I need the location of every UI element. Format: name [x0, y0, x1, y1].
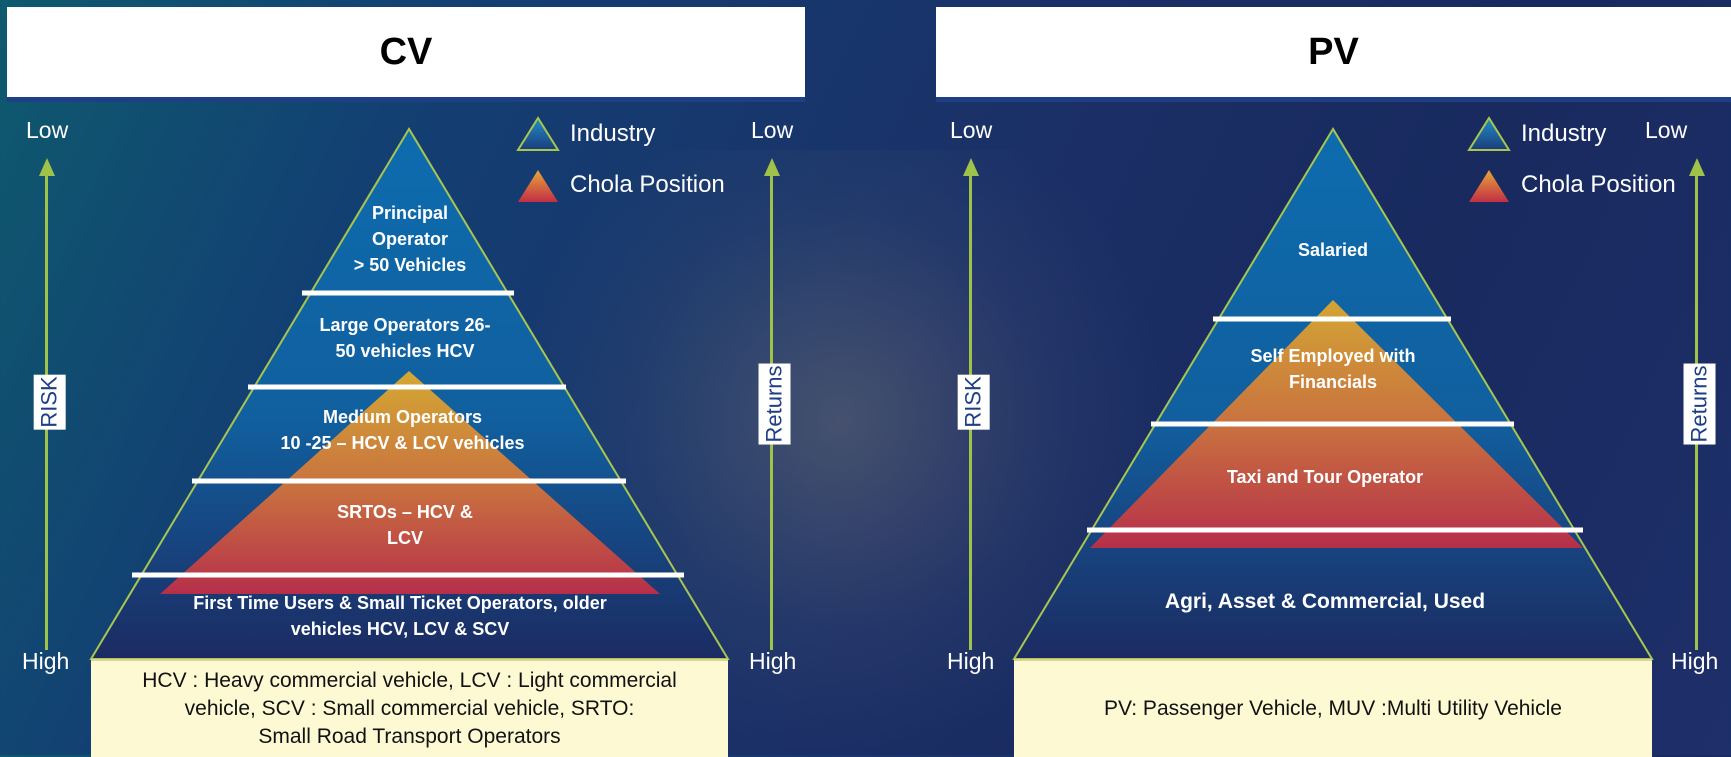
industry-legend-icon — [516, 116, 560, 151]
legend-chola-label: Chola Position — [1521, 171, 1676, 198]
tier-text-line: vehicles HCV, LCV & SCV — [290, 619, 510, 639]
cv-risk-high-label: High — [22, 648, 70, 674]
cv-returns-high-label: High — [749, 648, 797, 674]
tier-text-line: Taxi and Tour Operator — [1226, 467, 1424, 487]
cv-legend-industry: Industry — [570, 120, 655, 148]
tier-text-line: Operator — [371, 229, 449, 249]
chola-legend-icon — [518, 170, 558, 202]
legend-industry-label: Industry — [1521, 120, 1607, 147]
tier-text-line: > 50 Vehicles — [353, 255, 467, 275]
cv-tier-first-time-users: First Time Users & Small Ticket Operator… — [140, 590, 660, 642]
cv-tier-principal-operator: Principal Operator > 50 Vehicles — [300, 200, 520, 278]
cv-returns-axis-label: Returns — [758, 363, 791, 445]
pv-tier-salaried: Salaried — [1233, 237, 1433, 263]
cv-tier-medium-operators: Medium Operators 10 -25 – HCV & LCV vehi… — [230, 404, 575, 456]
cv-tier-large-operators: Large Operators 26- 50 vehicles HCV — [270, 312, 540, 364]
pv-risk-arrowhead — [963, 158, 979, 176]
pv-risk-axis-label: RISK — [957, 374, 990, 430]
cv-risk-low-label: Low — [26, 117, 69, 143]
cv-risk-axis-label: RISK — [33, 374, 66, 430]
tier-text-line: Agri, Asset & Commercial, Used — [1164, 590, 1486, 613]
cv-risk-arrowhead — [39, 158, 55, 176]
pv-title: PV — [936, 7, 1731, 102]
tier-text-line: 10 -25 – HCV & LCV vehicles — [280, 433, 525, 453]
tier-text-line: Self Employed with — [1250, 346, 1416, 366]
pv-returns-axis-label: Returns — [1683, 363, 1716, 445]
tier-text-line: SRTOs – HCV & — [337, 502, 473, 522]
cv-title: CV — [7, 7, 805, 102]
pv-risk-low-label: Low — [950, 117, 993, 143]
note-line: PV: Passenger Vehicle, MUV :Multi Utilit… — [1104, 697, 1562, 720]
pv-tier-agri-asset: Agri, Asset & Commercial, Used — [1105, 589, 1545, 615]
tier-text-line: Principal — [371, 203, 449, 223]
pv-returns-high-label: High — [1671, 648, 1719, 674]
cv-abbreviation-note: HCV : Heavy commercial vehicle, LCV : Li… — [91, 659, 728, 757]
pv-legend-chola: Chola Position — [1521, 171, 1676, 199]
pv-returns-low-label: Low — [1645, 117, 1688, 143]
note-line: Small Road Transport Operators — [258, 725, 561, 748]
legend-chola-label: Chola Position — [570, 171, 725, 198]
pv-tier-taxi-tour: Taxi and Tour Operator — [1175, 464, 1475, 490]
tier-text-line: Salaried — [1297, 240, 1369, 260]
pv-pyramid — [1012, 127, 1654, 660]
chola-legend-icon — [1469, 170, 1509, 202]
tier-text-line: Large Operators 26- — [319, 315, 491, 335]
tier-text-line: LCV — [387, 528, 423, 548]
legend-industry-label: Industry — [570, 120, 656, 147]
tier-text-line: First Time Users & Small Ticket Operator… — [193, 593, 607, 613]
cv-tier-srtos: SRTOs – HCV & LCV — [290, 499, 520, 551]
pv-tier-self-employed: Self Employed with Financials — [1203, 343, 1463, 395]
note-line: vehicle, SCV : Small commercial vehicle,… — [184, 697, 635, 720]
cv-returns-arrowhead — [764, 158, 780, 176]
tier-text-line: Medium Operators — [322, 407, 483, 427]
pv-abbreviation-note: PV: Passenger Vehicle, MUV :Multi Utilit… — [1014, 659, 1652, 757]
note-line: HCV : Heavy commercial vehicle, LCV : Li… — [142, 669, 677, 692]
pv-legend-industry: Industry — [1521, 120, 1606, 148]
industry-legend-icon — [1467, 116, 1511, 151]
pv-returns-arrowhead — [1689, 158, 1705, 176]
pv-risk-high-label: High — [947, 648, 995, 674]
cv-returns-low-label: Low — [751, 117, 794, 143]
cv-legend-chola: Chola Position — [570, 171, 725, 199]
tier-text-line: Financials — [1288, 372, 1378, 392]
tier-text-line: 50 vehicles HCV — [335, 341, 475, 361]
